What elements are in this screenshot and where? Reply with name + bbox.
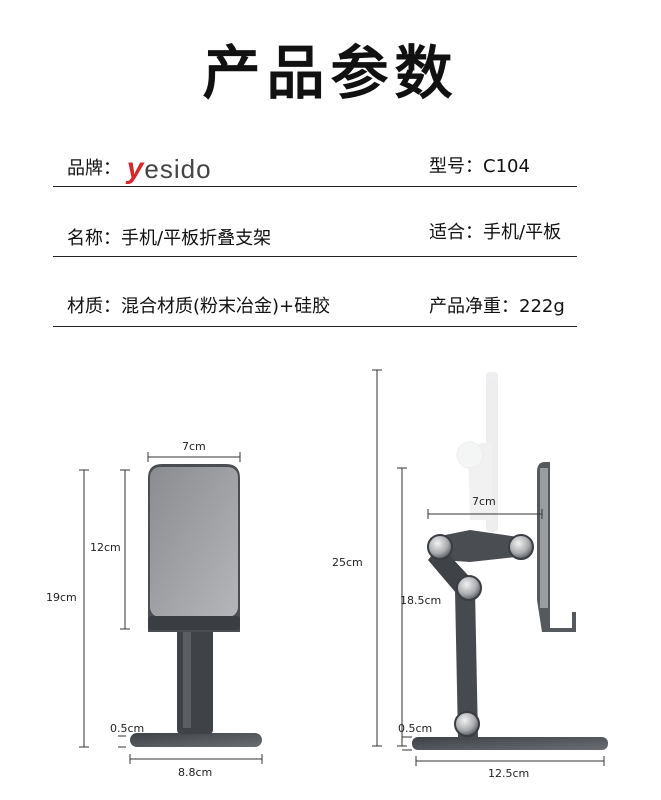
suitable-spec: 适合：手机/平板 [429, 222, 562, 243]
side-knob-top-left [427, 534, 453, 560]
spec-row-brand: 品牌： yesido 型号：C104 [53, 142, 577, 187]
side-base-thickness-label: 0.5cm [398, 722, 433, 735]
front-view [130, 464, 262, 747]
side-holder-pad [540, 468, 548, 608]
front-base [130, 733, 262, 747]
side-base [412, 737, 608, 750]
weight-spec: 产品净重：222g [429, 296, 565, 317]
front-width-top-label: 7cm [182, 440, 206, 453]
side-ghost-extended [456, 372, 498, 532]
side-depth-label: 7cm [472, 495, 496, 508]
side-knob-top-right [508, 534, 534, 560]
side-arm [455, 590, 478, 738]
side-upper-link [430, 530, 525, 562]
front-holder-lip [148, 616, 240, 630]
brand-spec: 品牌： yesido [67, 152, 212, 186]
spec-row-name: 名称：手机/平板折叠支架 适合：手机/平板 [53, 210, 577, 257]
name-spec: 名称：手机/平板折叠支架 [67, 228, 272, 249]
front-dimension-lines [79, 452, 263, 764]
side-dimension-lines [372, 369, 605, 766]
front-stem [177, 626, 213, 734]
front-stem-highlight [183, 632, 191, 728]
side-arm-height-label: 18.5cm [400, 594, 442, 607]
side-knob-middle [456, 575, 482, 601]
front-base-thickness-label: 0.5cm [110, 722, 145, 735]
front-holder-pad [150, 467, 238, 617]
spec-row-material: 材质：混合材质(粉末冶金)+硅胶 产品净重：222g [53, 280, 577, 327]
model-spec: 型号：C104 [429, 156, 530, 177]
side-knob-bottom [454, 711, 480, 737]
side-base-length-label: 12.5cm [488, 767, 530, 780]
material-spec: 材质：混合材质(粉末冶金)+硅胶 [67, 296, 331, 317]
front-total-height-label: 19cm [46, 591, 77, 604]
page-title: 产品参数 [202, 39, 459, 107]
side-view [412, 372, 608, 750]
brand-label: 品牌： [67, 158, 121, 179]
front-base-width-label: 8.8cm [178, 766, 213, 779]
yesido-logo: yesido [126, 152, 212, 185]
side-max-height-label: 25cm [332, 556, 363, 569]
front-holder-height-label: 12cm [90, 541, 121, 554]
